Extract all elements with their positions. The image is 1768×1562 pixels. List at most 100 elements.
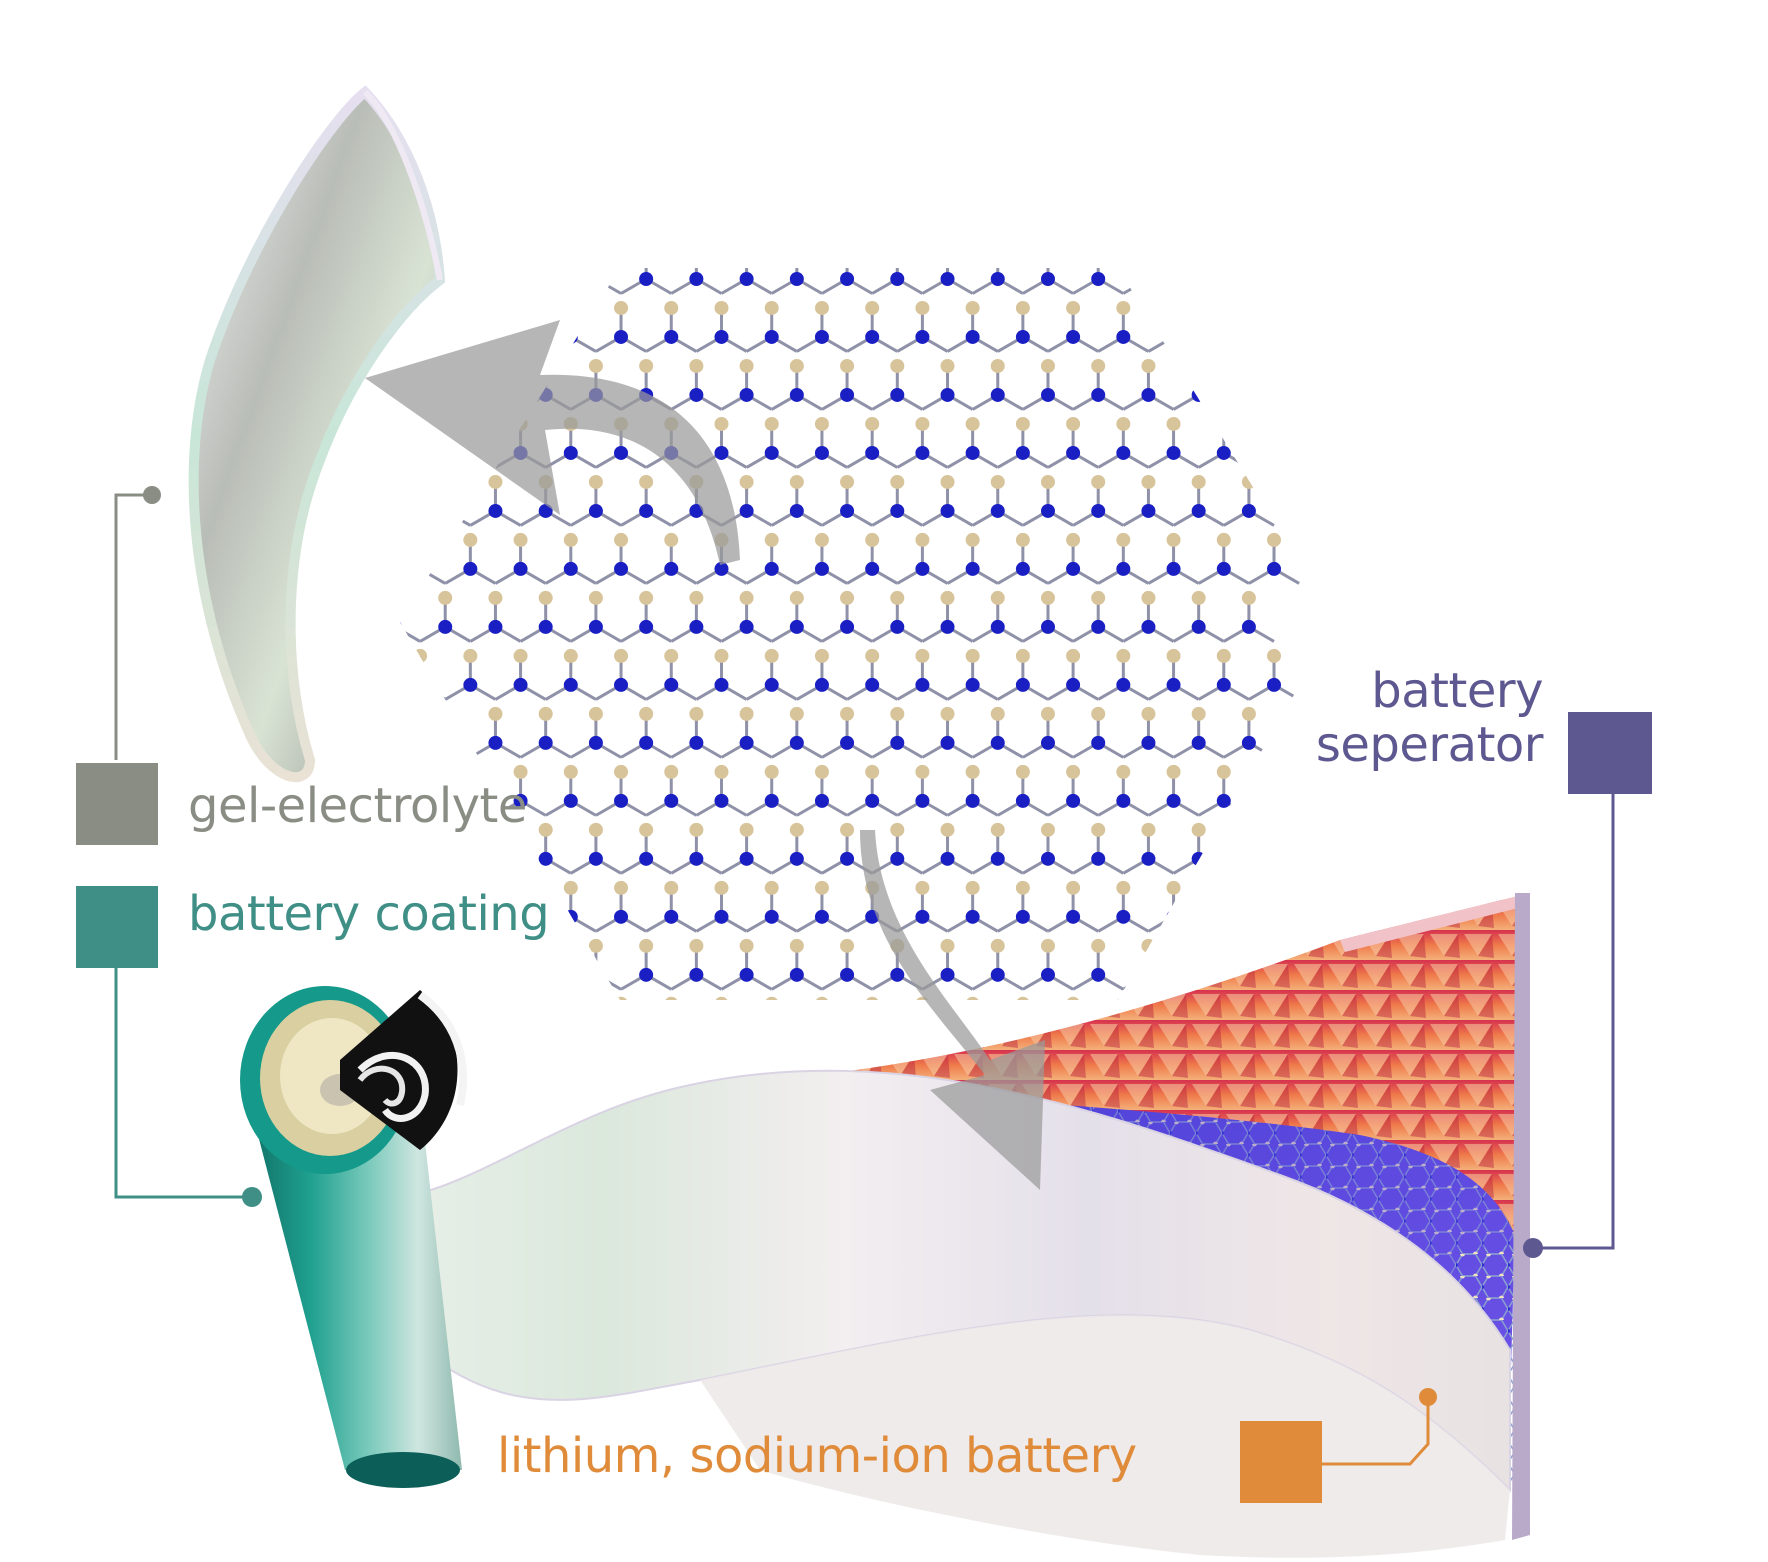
boron-atom xyxy=(915,764,930,779)
boron-atom xyxy=(990,474,1005,489)
battery-cylinder xyxy=(240,986,467,1488)
boron-atom xyxy=(539,243,553,257)
boron-atom xyxy=(840,822,855,837)
boron-atom xyxy=(840,358,855,373)
nitrogen-atom xyxy=(664,1026,678,1040)
nitrogen-atom xyxy=(1015,561,1030,576)
boron-atom xyxy=(664,880,679,895)
lattice-bond xyxy=(495,1091,520,1106)
boron-atom xyxy=(1015,996,1030,1000)
lattice-bond xyxy=(470,1091,495,1106)
boron-atom xyxy=(1091,243,1105,257)
nitrogen-atom xyxy=(1116,445,1131,460)
boron-atom xyxy=(814,416,829,431)
lattice-bond xyxy=(1248,335,1275,353)
nitrogen-atom xyxy=(1241,735,1256,750)
boron-atom xyxy=(1241,590,1256,605)
boron-atom xyxy=(1216,880,1231,895)
boron-atom xyxy=(865,300,880,315)
arrow-icon xyxy=(365,320,1045,1190)
boron-atom xyxy=(789,822,804,837)
nitrogen-atom xyxy=(814,793,829,808)
nitrogen-atom xyxy=(1166,329,1181,344)
nitrogen-atom xyxy=(1066,677,1081,692)
boron-atom xyxy=(940,938,955,953)
boron-atom xyxy=(1191,358,1206,373)
nitrogen-atom xyxy=(1091,619,1106,634)
boron-atom xyxy=(965,764,980,779)
battery-separator-label-line2: seperator xyxy=(1315,716,1544,773)
nitrogen-atom xyxy=(589,1084,603,1098)
nitrogen-atom xyxy=(890,503,905,518)
boron-atom xyxy=(1116,880,1131,895)
nitrogen-atom xyxy=(739,851,754,866)
nitrogen-atom xyxy=(990,851,1005,866)
lattice-bond xyxy=(370,395,395,410)
boron-atom xyxy=(865,764,880,779)
lattice-bond xyxy=(596,1033,621,1048)
nitrogen-atom xyxy=(1066,793,1081,808)
boron-atom xyxy=(538,822,553,837)
lattice-bond xyxy=(1122,973,1150,991)
nitrogen-atom xyxy=(714,329,729,344)
nitrogen-atom xyxy=(965,677,980,692)
boron-atom xyxy=(740,1055,754,1069)
boron-atom xyxy=(689,1055,703,1069)
boron-atom xyxy=(1141,938,1156,953)
boron-atom xyxy=(1267,532,1282,547)
lattice-bond xyxy=(419,567,446,585)
coating-swatch xyxy=(76,886,158,968)
nitrogen-atom xyxy=(1066,445,1081,460)
nitrogen-atom xyxy=(588,503,603,518)
nitrogen-atom xyxy=(689,619,704,634)
boron-atom xyxy=(714,880,729,895)
lattice-bond xyxy=(444,451,472,469)
nitrogen-atom xyxy=(514,1026,528,1040)
boron-atom xyxy=(488,243,502,257)
boron-atom xyxy=(664,764,679,779)
lattice-bond xyxy=(419,509,446,527)
boron-atom xyxy=(1091,358,1106,373)
nitrogen-atom xyxy=(915,909,930,924)
nitrogen-atom xyxy=(664,793,679,808)
nitrogen-atom xyxy=(915,445,930,460)
boron-atom xyxy=(1116,532,1131,547)
lattice-bond xyxy=(519,277,547,295)
boron-atom xyxy=(739,358,754,373)
boron-atom xyxy=(614,880,629,895)
lattice-bond xyxy=(1172,335,1200,353)
lattice-bond xyxy=(1248,915,1275,933)
boron-atom xyxy=(614,532,629,547)
boron-atom xyxy=(1267,300,1282,315)
boron-atom xyxy=(1192,243,1206,257)
boron-atom xyxy=(814,764,829,779)
lattice-bond xyxy=(1248,393,1275,411)
nitrogen-atom xyxy=(488,503,503,518)
nitrogen-atom xyxy=(764,677,779,692)
boron-atom xyxy=(1216,416,1231,431)
nitrogen-atom xyxy=(614,329,629,344)
boron-atom xyxy=(1191,938,1206,953)
boron-atom xyxy=(1015,648,1030,663)
nitrogen-atom xyxy=(413,329,428,344)
nitrogen-atom xyxy=(940,387,955,402)
boron-atom xyxy=(563,300,578,315)
lattice-bond xyxy=(797,1033,822,1048)
nitrogen-atom xyxy=(965,561,980,576)
boron-atom xyxy=(789,938,804,953)
nitrogen-atom xyxy=(789,967,804,982)
boron-atom xyxy=(714,996,729,1000)
boron-atom xyxy=(463,648,478,663)
nitrogen-atom xyxy=(714,909,729,924)
boron-atom xyxy=(1141,358,1156,373)
boron-atom xyxy=(714,764,729,779)
boron-atom xyxy=(614,648,629,663)
lattice-bond xyxy=(546,1091,571,1106)
nitrogen-atom xyxy=(814,329,829,344)
nitrogen-atom xyxy=(840,272,855,286)
boron-atom xyxy=(1040,822,1055,837)
boron-atom xyxy=(890,590,905,605)
nitrogen-atom xyxy=(1166,445,1181,460)
boron-atom xyxy=(1040,474,1055,489)
nitrogen-atom xyxy=(1141,967,1156,982)
